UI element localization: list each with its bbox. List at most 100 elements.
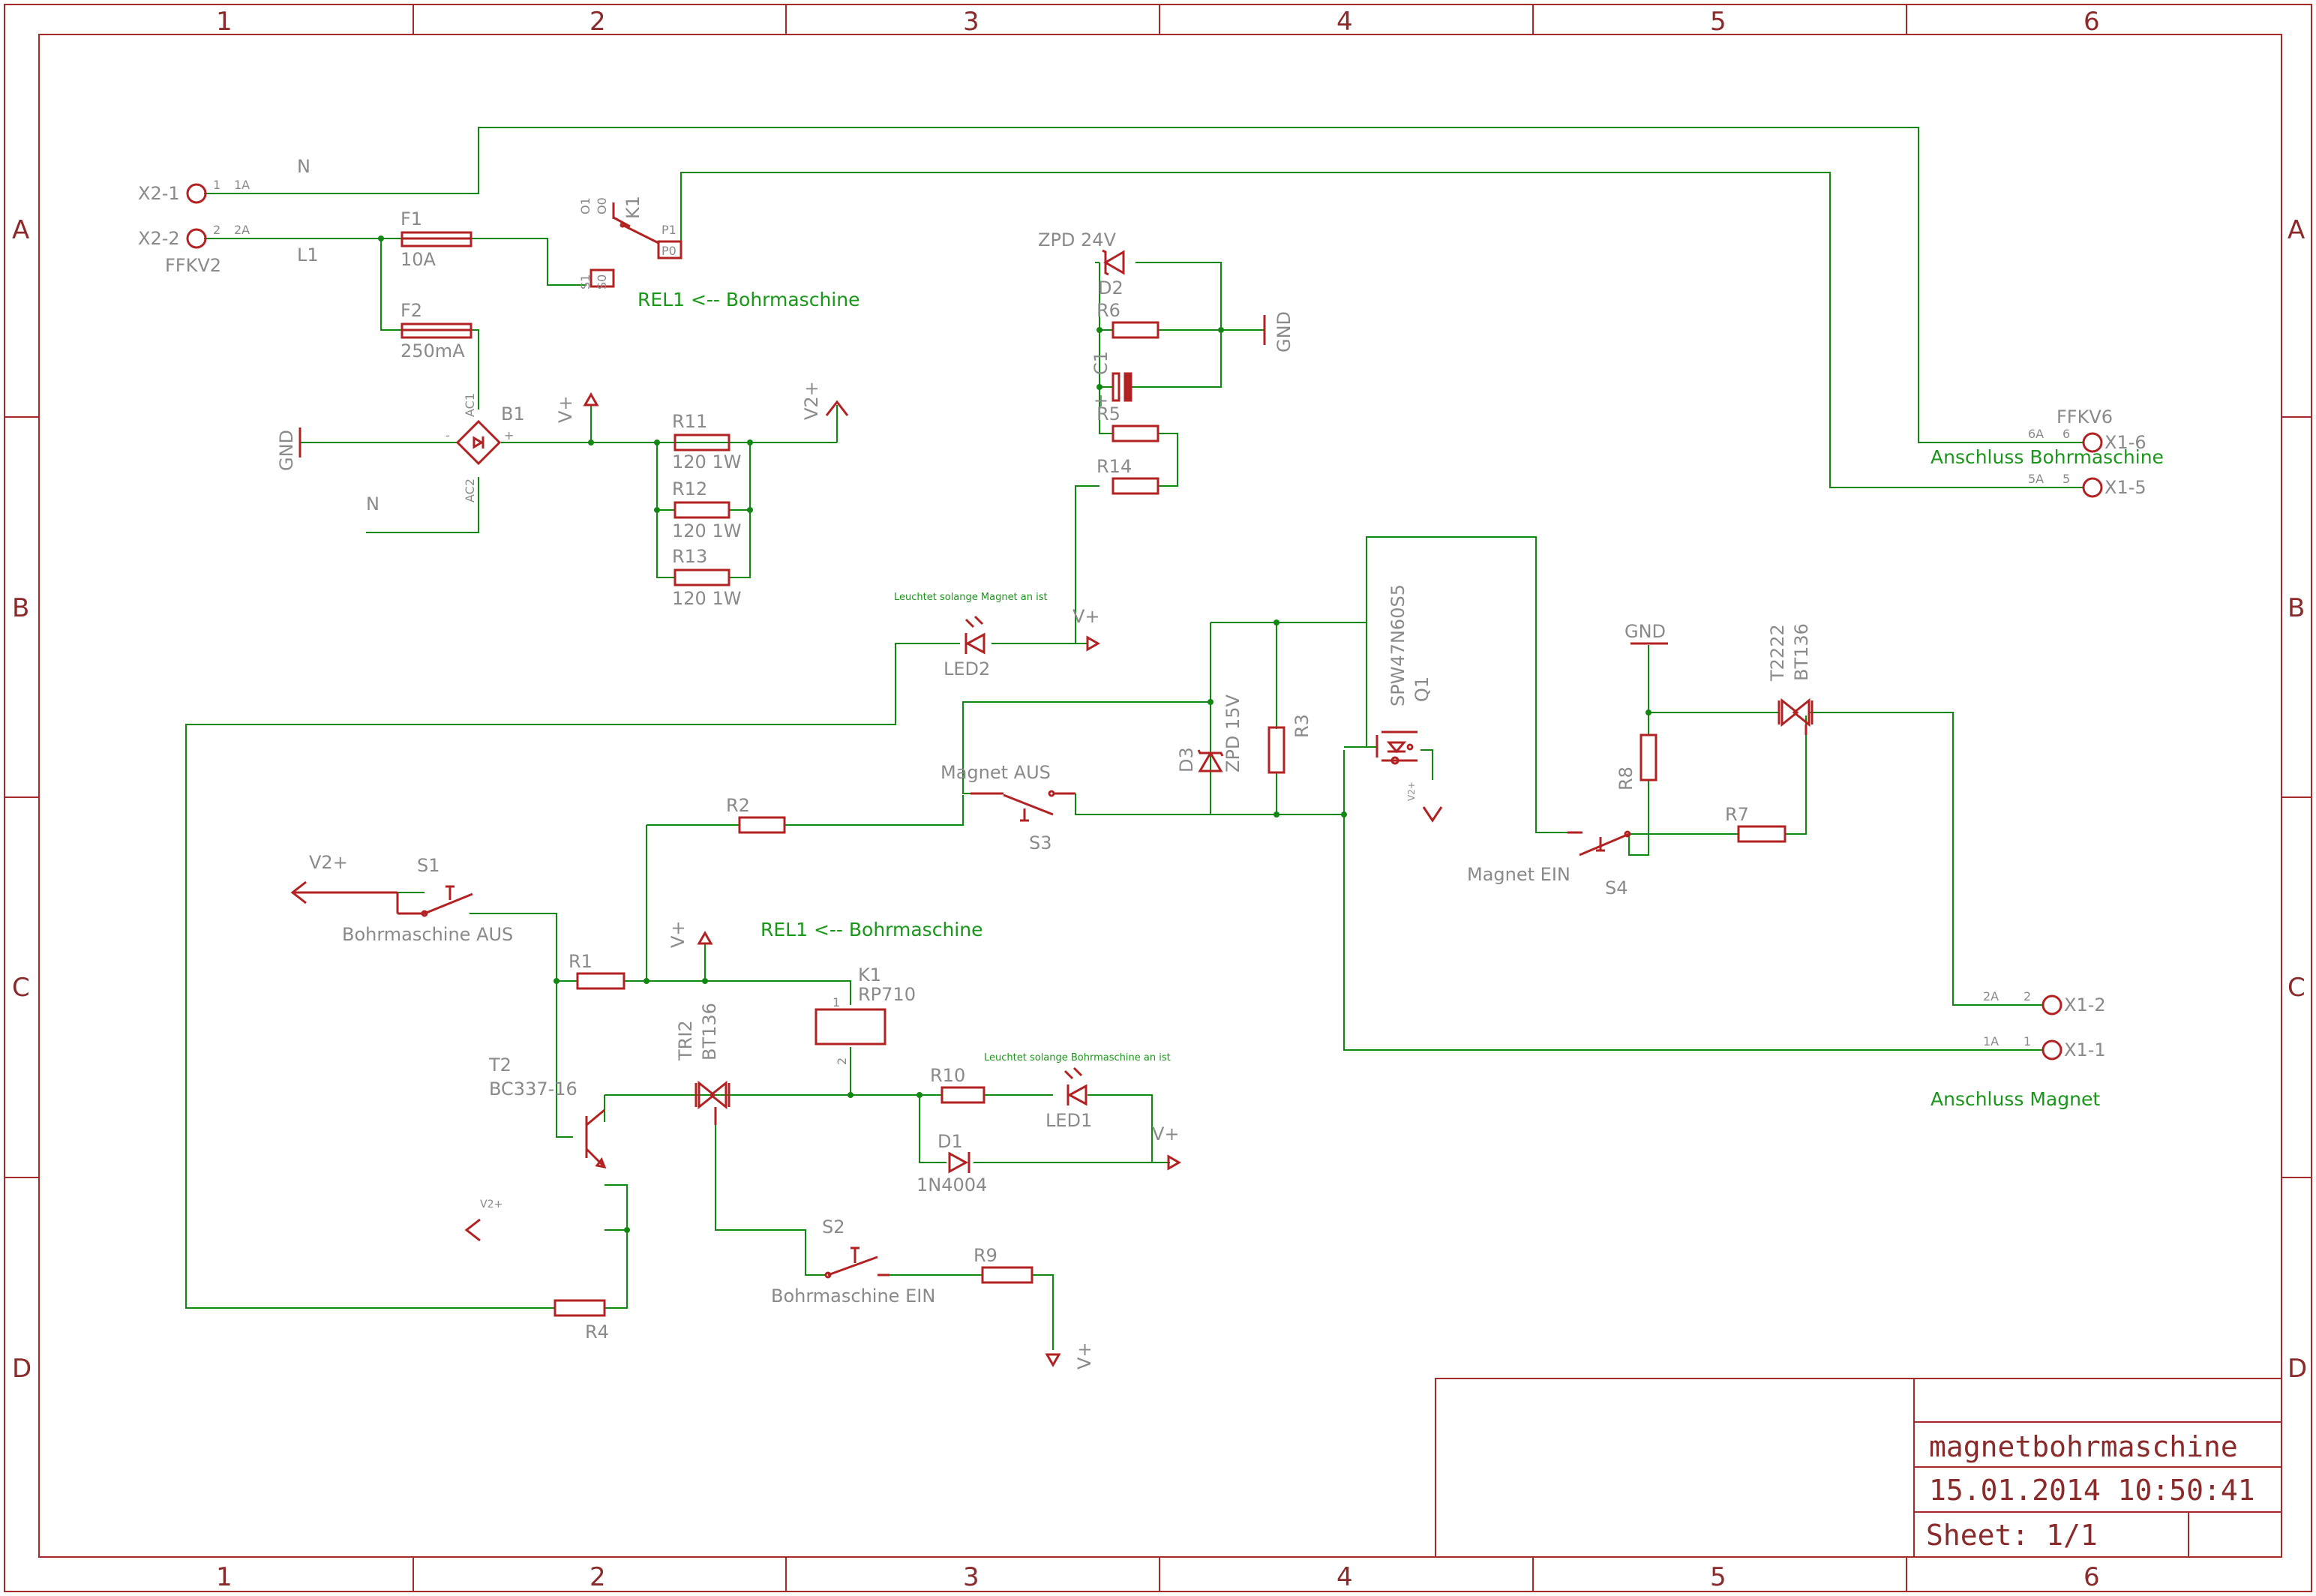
col-label-bottom: 4: [1336, 1562, 1353, 1592]
title-drawing-name: magnetbohrmaschine: [1929, 1430, 2238, 1463]
relay-pin: S1: [578, 274, 592, 290]
part-name: LED2: [944, 658, 990, 680]
connector-type: FFKV2: [165, 255, 221, 276]
note-led2: Leuchtet solange Magnet an ist: [894, 592, 1048, 603]
relay-coil-k1: K1 RP710 1 2: [814, 964, 916, 1065]
net-label-v2plus: V2+: [1406, 782, 1417, 801]
connector-x2: X2-1 X2-2 1 1A 2 2A FFKV2: [138, 178, 250, 276]
resistor-r9: R9: [974, 1245, 1034, 1284]
switch-s4: Magnet EIN S4: [1467, 830, 1631, 898]
pin-number: 2: [2024, 989, 2031, 1004]
capacitor-c1: C1 +: [1090, 351, 1132, 411]
part-name: R7: [1725, 804, 1749, 825]
part-name: R2: [726, 795, 750, 816]
part-value: SPW47N60S5: [1388, 584, 1408, 706]
part-name: Q1: [1412, 676, 1432, 702]
connector-x1-bottom: 2A 2 X1-2 1A 1 X1-1: [1983, 989, 2106, 1060]
connector-ref: X2-2: [138, 228, 180, 249]
net-label-vplus: V+: [1074, 1342, 1095, 1370]
col-label-top: 4: [1336, 7, 1353, 37]
switch-label: Bohrmaschine EIN: [771, 1286, 935, 1306]
pin-number: 1: [2024, 1034, 2031, 1048]
col-label-top: 6: [2084, 7, 2100, 37]
part-name: K1: [622, 196, 644, 219]
resistor-r7: R7: [1725, 804, 1786, 843]
diode-d1: D1 1N4004: [916, 1131, 987, 1196]
part-name: D3: [1176, 747, 1197, 772]
terminal-circle[interactable]: [2042, 994, 2062, 1016]
row-label-left: A: [12, 215, 29, 245]
row-label-right: C: [2288, 973, 2306, 1003]
part-name: S1: [417, 855, 440, 876]
supply-v2plus-t2: V2+: [464, 1198, 502, 1242]
pin-pad: 2A: [234, 223, 250, 237]
fuse-f1: F1 10A: [400, 208, 472, 270]
part-name: D1: [938, 1131, 963, 1152]
part-value: RP710: [858, 984, 916, 1005]
part-name: R8: [1616, 766, 1636, 790]
col-label-bottom: 6: [2084, 1562, 2100, 1592]
drawing-frame: 1 2 3 4 5 6 1 2 3 4 5 6 A B C D A B C D: [4, 4, 2312, 1592]
pin-pad: 2A: [1983, 989, 1999, 1004]
part-value: 120 1W: [672, 588, 741, 609]
net-label-vplus: V+: [1152, 1124, 1180, 1144]
bridge-pin: -: [446, 428, 450, 442]
row-label-left: C: [12, 973, 30, 1003]
part-value: 250mA: [400, 340, 465, 362]
gnd-symbol-s4: GND: [1624, 621, 1668, 645]
pin-pad: 5A: [2028, 472, 2044, 486]
part-name: C1: [1090, 351, 1112, 375]
led-led2: LED2 Leuchtet solange Magnet an ist: [894, 592, 1048, 680]
supply-v2plus-s1: V2+: [290, 852, 398, 904]
pin-number: 2: [213, 223, 220, 237]
net-label-v2plus: V2+: [801, 381, 822, 420]
resistor-r11: R11 120 1W: [672, 411, 741, 472]
part-name: R1: [568, 951, 592, 972]
resistor-r14: R14: [1096, 456, 1160, 495]
resistor-r6: R6: [1096, 300, 1160, 339]
pin-number: 5: [2062, 472, 2070, 486]
net-label-l1: L1: [297, 244, 319, 266]
resistor-r8: R8: [1616, 734, 1658, 790]
terminal-circle[interactable]: [186, 228, 207, 249]
note-rel1-mid: REL1 <-- Bohrmaschine: [760, 919, 982, 940]
resistor-r2: R2: [726, 795, 786, 834]
gnd-symbol-r6: GND: [1263, 311, 1294, 352]
part-name: R10: [930, 1065, 965, 1086]
switch-label: Magnet EIN: [1467, 864, 1570, 885]
relay-contact-k1: O1 O0 K1 S1 S0 P1 P0: [578, 196, 682, 290]
terminal-circle[interactable]: [2082, 432, 2103, 453]
terminal-circle[interactable]: [2082, 477, 2103, 498]
net-label-vplus: V+: [668, 920, 688, 948]
title-sheet: Sheet: 1/1: [1926, 1519, 2098, 1552]
supply-v2plus-mosfet: V2+: [1406, 782, 1443, 823]
part-value: BT136: [1791, 623, 1812, 681]
note-anschluss-bohrmaschine: Anschluss Bohrmaschine: [1930, 446, 2164, 468]
bridge-pin: AC2: [463, 478, 477, 502]
connector-type: FFKV6: [2056, 406, 2113, 428]
gnd-symbol-bridge: GND: [276, 428, 302, 471]
row-label-right: A: [2288, 215, 2305, 245]
supply-vplus-bridge: V+: [555, 392, 599, 423]
part-name: R14: [1096, 456, 1132, 477]
switch-s3: Magnet AUS S3: [940, 762, 1076, 854]
connector-x1-top: FFKV6 6A 6 X1-6 5A 5 X1-5: [2028, 406, 2146, 498]
part-name: S3: [1029, 832, 1052, 854]
relay-pin: S0: [595, 274, 609, 290]
terminal-circle[interactable]: [2042, 1040, 2062, 1060]
part-name: S4: [1605, 878, 1628, 898]
terminal-circle[interactable]: [186, 183, 207, 204]
supply-v2plus-bridge: V2+: [801, 381, 849, 420]
pin-pad: 6A: [2028, 427, 2044, 441]
col-label-top: 2: [590, 7, 606, 37]
net-label-v2plus: V2+: [309, 852, 348, 873]
bridge-pin: +: [504, 428, 514, 442]
net-label-v2plus: V2+: [480, 1198, 502, 1210]
switch-s2: S2 Bohrmaschine EIN: [771, 1216, 935, 1306]
fuse-f2: F2 250mA: [400, 300, 472, 362]
net-label-gnd: GND: [1274, 311, 1294, 352]
part-value: ZPD 24V: [1038, 230, 1117, 250]
part-value: 1N4004: [916, 1174, 987, 1196]
triac-t2222: T2222 BT136: [1767, 623, 1814, 735]
note-rel1-top: REL1 <-- Bohrmaschine: [638, 289, 860, 310]
